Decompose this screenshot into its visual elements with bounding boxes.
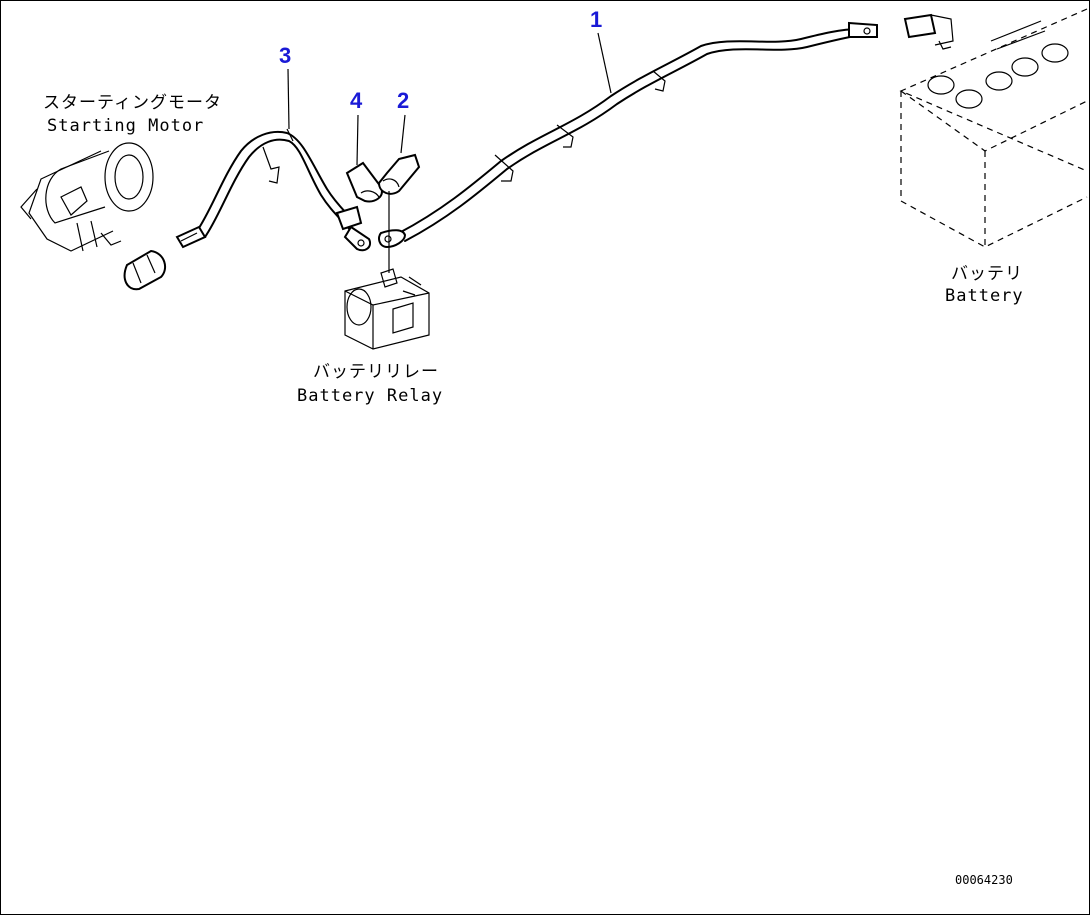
callout-2-number: 2: [397, 88, 409, 113]
battery-drawing: [899, 8, 1088, 248]
battery-relay-label-en: Battery Relay: [297, 386, 443, 406]
callout-1-number: 1: [590, 7, 602, 32]
callout-3: 3: [279, 43, 291, 130]
callout-4: 4: [350, 88, 363, 166]
drawing-code: 00064230: [955, 873, 1013, 887]
terminal-cap-2: [377, 153, 421, 195]
callout-1: 1: [590, 7, 612, 94]
starting-motor-label-jp: スターティングモータ: [43, 93, 222, 113]
battery-label-jp: バッテリ: [951, 264, 1023, 284]
callout-3-number: 3: [279, 43, 291, 68]
starting-motor-label-en: Starting Motor: [47, 116, 204, 136]
cable-3: [175, 128, 371, 252]
battery-label-en: Battery: [945, 286, 1024, 306]
terminal-cap-4: [345, 161, 383, 203]
battery-relay-drawing: [344, 268, 430, 350]
callout-4-number: 4: [350, 88, 363, 113]
battery-relay-label-jp: バッテリリレー: [313, 362, 439, 382]
callout-2: 2: [397, 88, 409, 154]
starting-motor-drawing: [20, 142, 167, 291]
cable-1: [378, 21, 878, 249]
